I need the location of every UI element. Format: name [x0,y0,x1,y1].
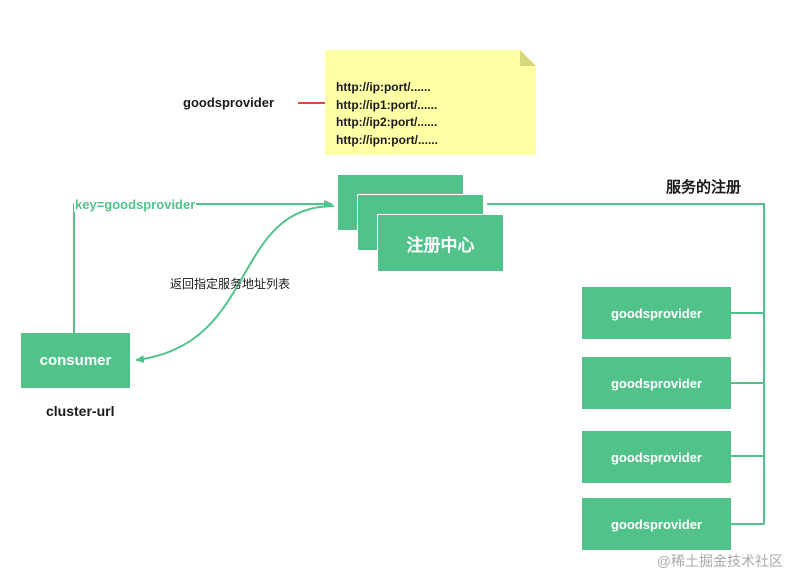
address-line: http://ipn:port/...... [336,132,438,147]
key-request-arrow [73,200,333,333]
register-section-title: 服务的注册 [666,179,742,196]
registry-node: 注册中心 [377,214,504,272]
goodsprovider-label: goodsprovider [183,95,275,110]
return-list-arrow [135,205,335,364]
address-note [325,50,536,155]
address-line: http://ip1:port/...... [336,97,438,112]
consumer-node: consumer [21,333,130,388]
provider-node: goodsprovider [582,287,731,339]
key-label: key=goodsprovider [74,197,197,212]
watermark: @稀土掘金技术社区 [656,553,783,569]
register-bracket [487,203,765,524]
provider-node: goodsprovider [582,357,731,409]
provider-node: goodsprovider [582,431,731,483]
address-line: http://ip:port/...... [336,80,431,94]
note-fold-corner [520,50,536,66]
cluster-url-label: cluster-url [46,403,115,419]
address-list: http://ip:port/...... http://ip1:port/..… [336,79,438,149]
provider-node: goodsprovider [582,498,731,550]
address-line: http://ip2:port/...... [336,115,438,129]
return-label: 返回指定服务地址列表 [170,277,291,291]
